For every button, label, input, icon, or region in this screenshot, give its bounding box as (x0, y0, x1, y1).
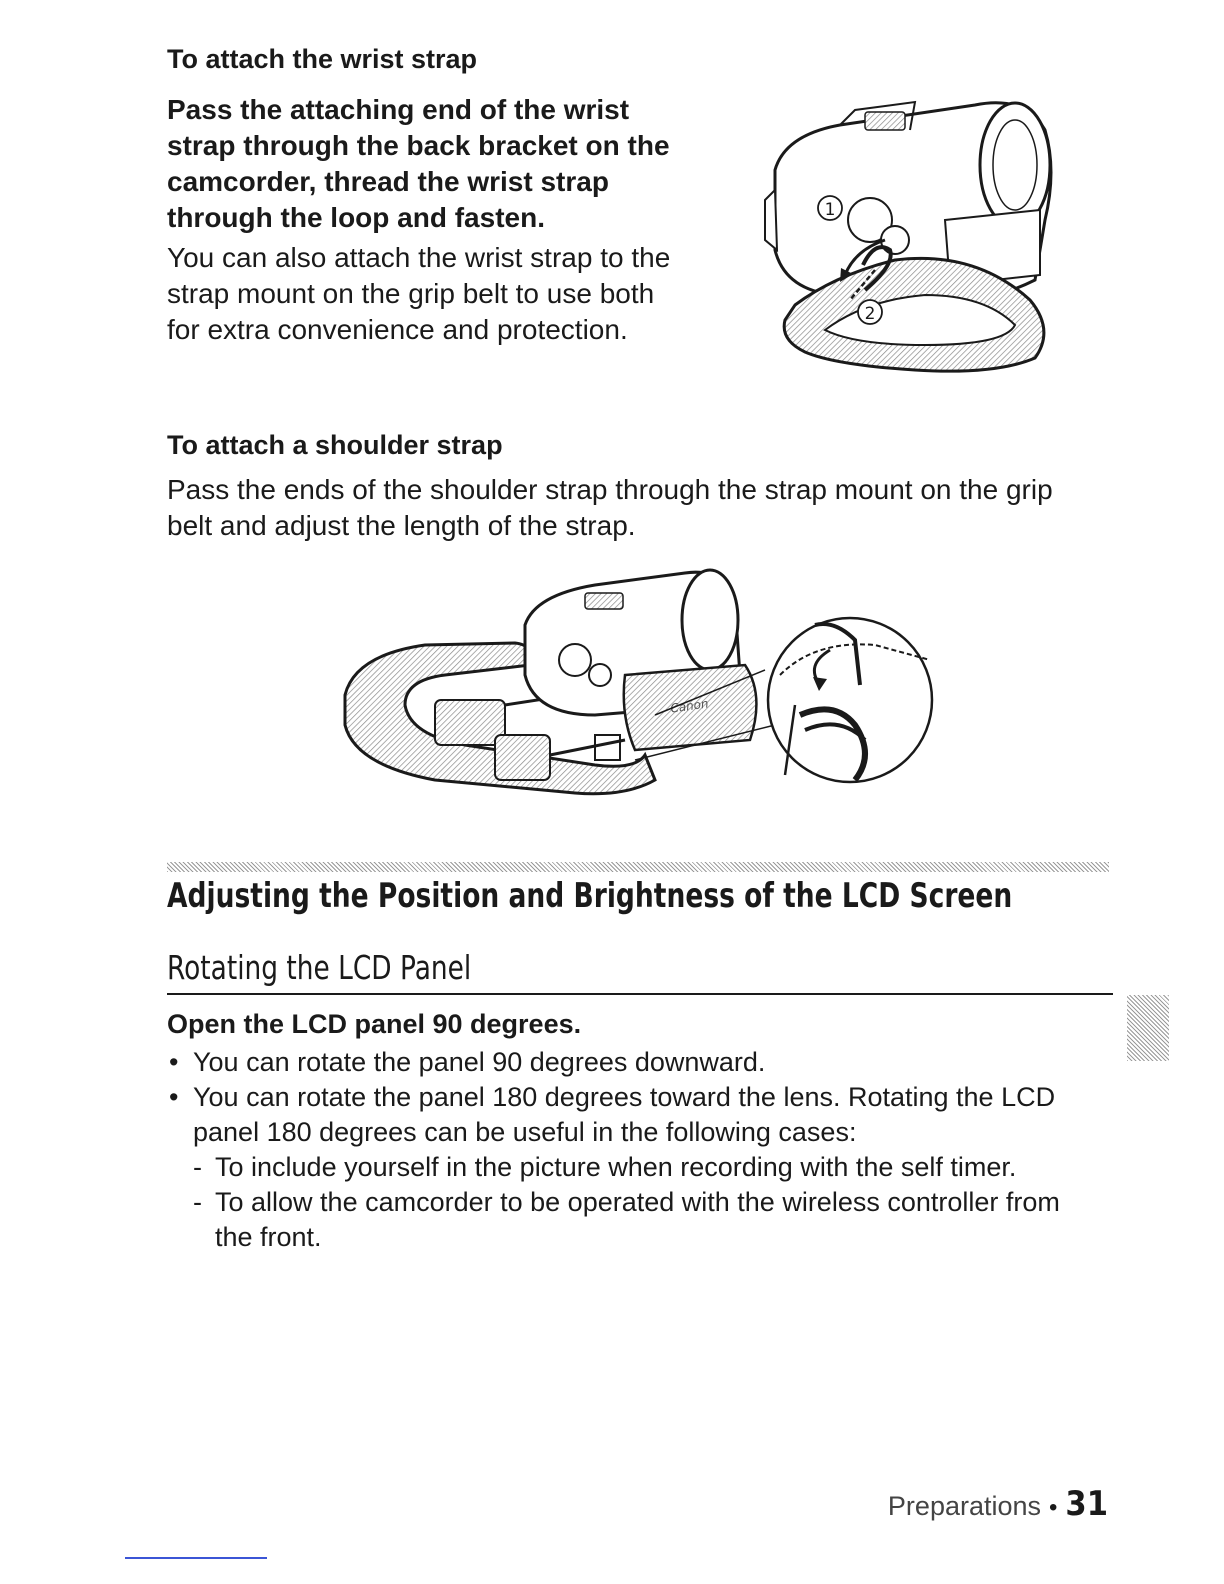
shoulder-note-line: Pass the ends of the shoulder strap thro… (167, 474, 1053, 505)
footer-chapter: Preparations (887, 1491, 1042, 1521)
shoulder-strap-icon (343, 641, 657, 796)
bullet-list: • You can rotate the panel 90 degrees do… (167, 1045, 1087, 1255)
section-subtitle: Rotating the LCD Panel (167, 948, 472, 987)
wrist-step-line: Pass the attaching end of the wrist (167, 94, 630, 125)
shoulder-strap-illustration: Canon (343, 568, 934, 796)
wrist-step-line: camcorder, thread the wrist strap (167, 166, 609, 197)
shoulder-strap-note: Pass the ends of the shoulder strap thro… (167, 472, 1127, 544)
wrist-strap-illustration: 1 2 (764, 100, 1053, 373)
callout-2-label: 2 (865, 304, 876, 324)
wrist-note-line: for extra convenience and protection. (167, 314, 628, 345)
wrist-step-line: through the loop and fasten. (167, 202, 545, 233)
bullet-icon: • (169, 1047, 179, 1077)
pointer-line-icon (634, 669, 776, 761)
shoulder-note-line: belt and adjust the length of the strap. (167, 510, 636, 541)
dash-icon: - (193, 1187, 202, 1217)
bullet-icon: • (169, 1082, 179, 1112)
camcorder-body-icon (764, 100, 1053, 303)
callout-1-label: 1 (825, 200, 836, 220)
footer-separator: • (1049, 1494, 1058, 1521)
wrist-strap-step: Pass the attaching end of the wrist stra… (167, 92, 727, 236)
brand-mark: Canon (670, 696, 710, 715)
list-item: • You can rotate the panel 180 degrees t… (169, 1082, 1056, 1147)
shoulder-strap-heading: To attach a shoulder strap (167, 430, 503, 460)
wrist-strap-heading: To attach the wrist strap (167, 44, 478, 74)
wrist-note-line: You can also attach the wrist strap to t… (167, 242, 671, 273)
page-footer: Preparations • 31 (888, 1484, 1108, 1524)
sub-list-item: - To allow the camcorder to be operated … (193, 1187, 1060, 1252)
arrow-icon (840, 238, 886, 301)
sub-list-item: - To include yourself in the picture whe… (193, 1150, 1087, 1185)
page-number: 31 (1065, 1484, 1108, 1524)
list-item: • You can rotate the panel 90 degrees do… (167, 1045, 1087, 1080)
camcorder-body-icon: Canon (523, 568, 758, 752)
chapter-tab (1127, 995, 1169, 1061)
subtitle-rule (167, 993, 1113, 995)
detail-magnifier-icon (766, 616, 934, 784)
section-divider (167, 862, 1109, 872)
wrist-strap-note: You can also attach the wrist strap to t… (167, 240, 727, 348)
callout-1-icon: 1 (817, 195, 843, 221)
callout-2-icon: 2 (857, 299, 883, 325)
bottom-link-rule (125, 1557, 267, 1559)
wrist-step-line: strap through the back bracket on the (167, 130, 670, 161)
dash-icon: - (193, 1152, 202, 1182)
section-title: Adjusting the Position and Brightness of… (167, 876, 1013, 916)
lcd-step: Open the LCD panel 90 degrees. (167, 1009, 582, 1039)
wrist-note-line: strap mount on the grip belt to use both (167, 278, 655, 309)
